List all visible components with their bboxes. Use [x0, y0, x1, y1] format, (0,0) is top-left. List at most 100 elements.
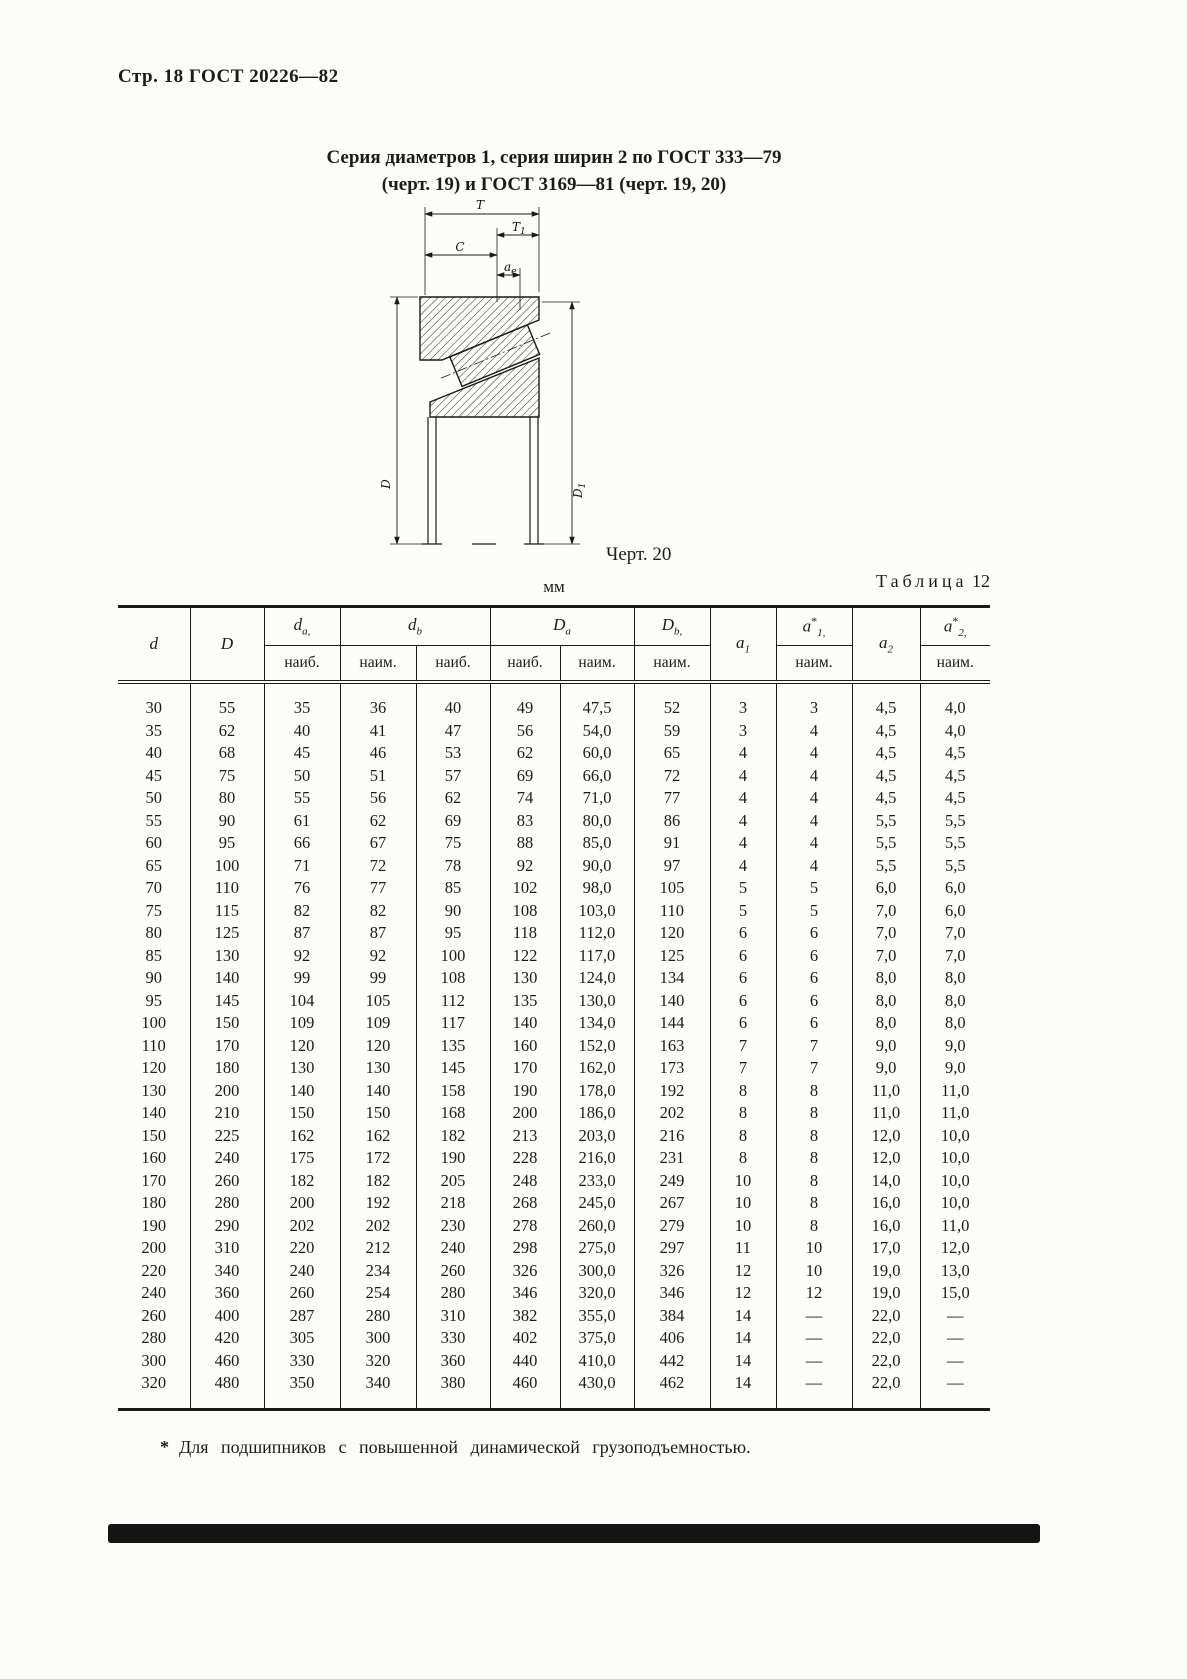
table-cell: 120 [339, 1034, 416, 1057]
table-cell: 10,0 [919, 1192, 990, 1215]
table-cell: 8 [775, 1214, 852, 1237]
table-cell: 249 [633, 1169, 710, 1192]
table-cell: 47 [415, 719, 490, 742]
table-cell: 99 [339, 967, 416, 990]
table-cell: 158 [415, 1079, 490, 1102]
table-cell: 162,0 [559, 1057, 634, 1080]
table-cell: 8 [775, 1192, 852, 1215]
table-cell: 68 [189, 742, 264, 765]
table-caption-word: Таблица [876, 571, 968, 591]
table-cell: 35 [145, 720, 163, 740]
table-cell: 135 [489, 989, 560, 1012]
table-cell: 6 [709, 944, 776, 967]
table-cell: 305 [263, 1327, 340, 1350]
table-cell: 72 [339, 854, 416, 877]
subheader-Db-naim: наим. [633, 645, 710, 684]
table-cell: 109 [263, 1012, 340, 1035]
spacer-cell [919, 682, 990, 697]
table-cell: 300,0 [559, 1259, 634, 1282]
table-cell: 297 [633, 1237, 710, 1260]
table-cell: 4 [775, 832, 852, 855]
table-cell: 140 [489, 1012, 560, 1035]
col-header-a1-star: a*1, [775, 606, 852, 646]
table-cell: 7,0 [851, 922, 920, 945]
subheader-a2s-naim: наим. [919, 645, 990, 684]
dim-label-T1: T1 [512, 220, 526, 237]
table-cell: 6 [775, 967, 852, 990]
table-cell: 134,0 [559, 1012, 634, 1035]
table-cell: 170 [141, 1170, 167, 1190]
col-header-a2: a2 [851, 606, 920, 684]
table-cell: 4,5 [851, 787, 920, 810]
table-cell: 190 [415, 1147, 490, 1170]
table-cell: 280 [339, 1304, 416, 1327]
table-cell: 4,0 [919, 697, 990, 720]
title-line-1: Серия диаметров 1, серия ширин 2 по ГОСТ… [326, 147, 782, 168]
table-cell: 9,0 [851, 1057, 920, 1080]
table-cell: 254 [339, 1282, 416, 1305]
table-cell: 4 [775, 764, 852, 787]
table-cell: 130 [141, 1080, 167, 1100]
table-cell: 5,5 [919, 832, 990, 855]
bearing-cross-section-drawing: T T1 C ae D D1 [379, 198, 588, 545]
table-cell: 91 [633, 832, 710, 855]
table-cell: 150 [189, 1012, 264, 1035]
table-cell: 70 [145, 878, 163, 897]
table-cell: 88 [489, 832, 560, 855]
table-cell: 202 [339, 1214, 416, 1237]
spacer-cell [189, 682, 264, 697]
table-cell: 350 [263, 1372, 340, 1395]
table-cell: 230 [415, 1214, 490, 1237]
table-cell: 9,0 [919, 1034, 990, 1057]
table-cell: 172 [339, 1147, 416, 1170]
table-cell: 7,0 [851, 899, 920, 922]
table-cell: 49 [489, 697, 560, 720]
table-cell: 260,0 [559, 1214, 634, 1237]
table-cell: 109 [339, 1012, 416, 1035]
table-cell: 52 [633, 697, 710, 720]
table-cell: 3 [775, 697, 852, 720]
table-cell: 83 [489, 809, 560, 832]
table-cell: 150 [339, 1102, 416, 1125]
table-cell: 280 [415, 1282, 490, 1305]
table-cell: 346 [633, 1282, 710, 1305]
table-cell: 6 [775, 922, 852, 945]
table-cell: 115 [189, 899, 264, 922]
table-cell: 45 [263, 742, 340, 765]
table-cell: 36 [339, 697, 416, 720]
table-cell: 248 [489, 1169, 560, 1192]
table-cell: 97 [633, 854, 710, 877]
table-cell: 182 [263, 1169, 340, 1192]
table-cell: 4 [709, 809, 776, 832]
table-cell: 442 [633, 1349, 710, 1372]
table-cell: 11,0 [851, 1102, 920, 1125]
table-cell: 182 [339, 1169, 416, 1192]
table-cell: 65 [145, 855, 163, 875]
spacer-cell [633, 1394, 710, 1409]
spacer-cell [489, 1394, 560, 1409]
title-line-2: (черт. 19) и ГОСТ 3169—81 (черт. 19, 20) [381, 174, 727, 195]
table-cell: 69 [415, 809, 490, 832]
table-cell: 80 [189, 787, 264, 810]
table-cell: 12 [709, 1282, 776, 1305]
spacer-cell [919, 1394, 990, 1409]
table-cell: 180 [141, 1193, 167, 1212]
table-cell: 4,5 [919, 787, 990, 810]
table-cell: 30 [145, 698, 163, 717]
table-cell: — [775, 1349, 852, 1372]
table-cell: 326 [633, 1259, 710, 1282]
table-cell: 205 [415, 1169, 490, 1192]
table-cell: — [775, 1327, 852, 1350]
table-cell: 340 [189, 1259, 264, 1282]
inner-ring-section [429, 356, 540, 418]
